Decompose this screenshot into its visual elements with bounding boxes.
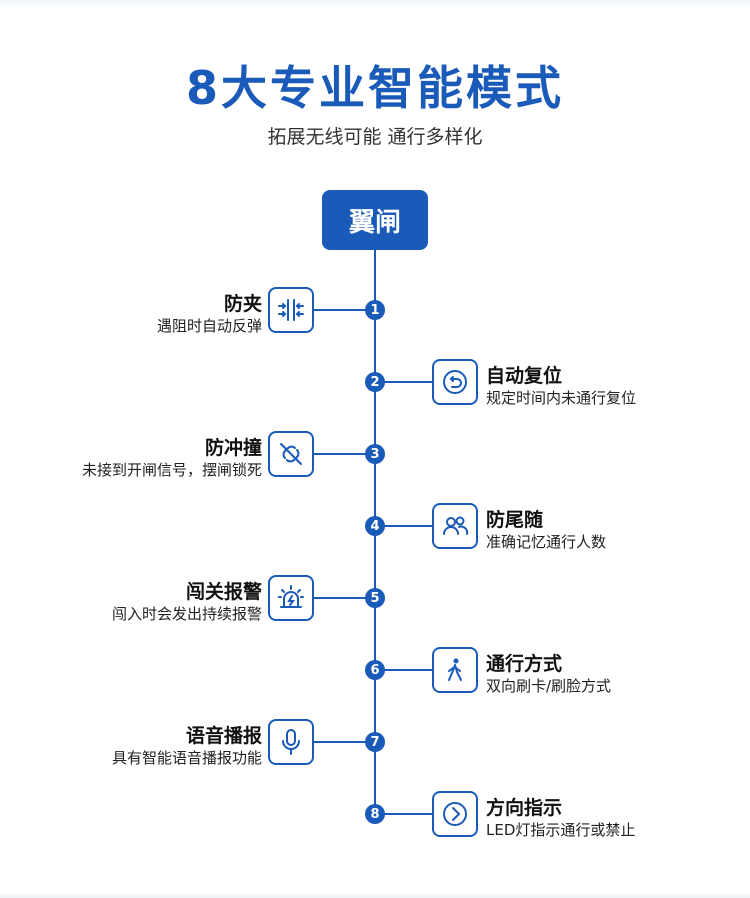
- feature-1-desc: 遇阻时自动反弹: [156, 317, 262, 335]
- feature-6-title: 通行方式: [486, 653, 563, 675]
- feature-5-number: 5: [365, 588, 385, 608]
- feature-4-number: 4: [365, 516, 385, 536]
- alarm-icon: [278, 585, 304, 608]
- feature-2-desc: 规定时间内未通行复位: [486, 389, 637, 407]
- feature-1-title: 防夹: [223, 293, 262, 315]
- reset-icon: [443, 370, 467, 394]
- connector-7: [314, 741, 374, 743]
- feature-3-icon-box: [268, 431, 314, 477]
- feature-7-icon-box: [268, 719, 314, 765]
- feature-7-title: 语音播报: [185, 725, 262, 747]
- connector-5: [314, 597, 374, 599]
- anti-pinch-icon: [278, 299, 304, 321]
- feature-5-desc: 闯入时会发出持续报警: [111, 605, 262, 623]
- feature-7-number: 7: [365, 732, 385, 752]
- anti-collision-icon: [280, 443, 302, 465]
- feature-8-desc: LED灯指示通行或禁止: [486, 821, 636, 839]
- feature-3-title: 防冲撞: [204, 437, 262, 459]
- bottom-shade: [0, 892, 750, 898]
- feature-4-title: 防尾随: [486, 509, 544, 531]
- feature-2-title: 自动复位: [486, 365, 563, 387]
- feature-3-number: 3: [365, 444, 385, 464]
- connector-6: [376, 669, 432, 671]
- walking-person-icon: [448, 658, 462, 681]
- people-icon: [443, 516, 469, 535]
- root-label: 翼闸: [348, 207, 401, 238]
- feature-1-icon-box: [268, 287, 314, 333]
- feature-2-icon-box: [432, 359, 478, 405]
- top-shade: [0, 0, 750, 8]
- connector-3: [314, 453, 374, 455]
- feature-8-icon-box: [432, 791, 478, 837]
- feature-1-number: 1: [365, 300, 385, 320]
- feature-5-title: 闯关报警: [185, 581, 262, 603]
- feature-3-desc: 未接到开闸信号，摆闸锁死: [81, 461, 262, 479]
- microphone-icon: [282, 729, 300, 755]
- feature-8-number: 8: [365, 804, 385, 824]
- connector-4: [376, 525, 432, 527]
- direction-arrow-icon: [443, 802, 467, 826]
- connector-2: [376, 381, 432, 383]
- connector-8: [376, 813, 432, 815]
- page-title: 8大专业智能模式: [185, 61, 564, 115]
- feature-6-icon-box: [432, 647, 478, 693]
- feature-4-desc: 准确记忆通行人数: [486, 533, 607, 551]
- feature-4-icon-box: [432, 503, 478, 549]
- feature-8-title: 方向指示: [486, 797, 563, 819]
- feature-5-icon-box: [268, 575, 314, 621]
- connector-1: [314, 309, 374, 311]
- feature-2-number: 2: [365, 372, 385, 392]
- page-subtitle: 拓展无线可能 通行多样化: [267, 126, 483, 148]
- feature-6-number: 6: [365, 660, 385, 680]
- feature-7-desc: 具有智能语音播报功能: [111, 749, 262, 767]
- feature-6-desc: 双向刷卡/刷脸方式: [486, 677, 612, 695]
- root-node: 翼闸: [322, 190, 428, 250]
